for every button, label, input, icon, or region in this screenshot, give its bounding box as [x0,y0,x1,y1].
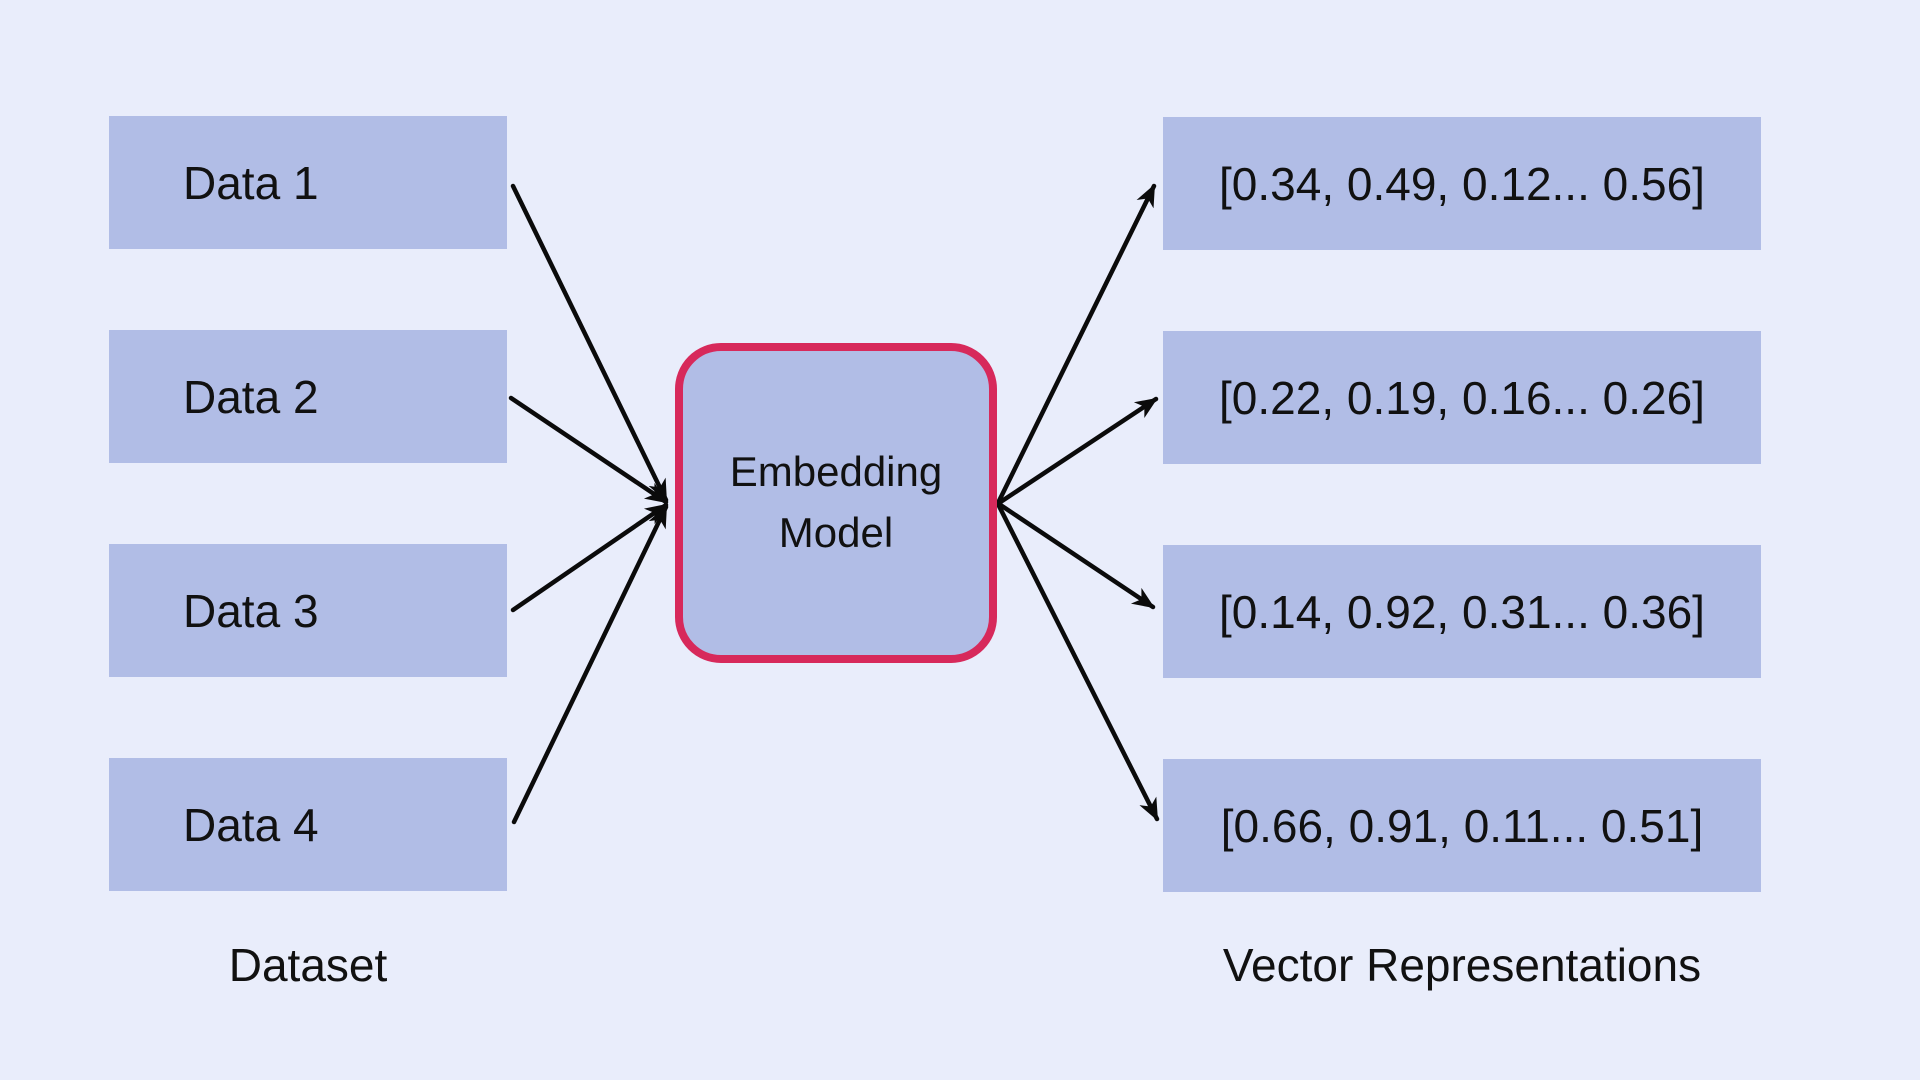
vector-box-4: [0.66, 0.91, 0.11... 0.51] [1163,759,1761,892]
arrow-data-3-to-model [510,502,669,613]
arrow-model-to-vector-2 [996,396,1159,506]
data-box-3-label: Data 3 [183,584,319,637]
arrow-data-4-to-model [511,504,669,825]
data-box-2-label: Data 2 [183,370,319,423]
data-box-4-label: Data 4 [183,798,319,851]
data-box-3: Data 3 [109,544,507,677]
arrow-data-2-to-model [508,395,669,505]
embedding-model-node: Embedding Model [675,343,997,663]
vector-box-2-value: [0.22, 0.19, 0.16... 0.26] [1219,371,1705,424]
vector-box-3-value: [0.14, 0.92, 0.31... 0.36] [1219,585,1705,638]
data-box-1-label: Data 1 [183,156,319,209]
vector-box-1-value: [0.34, 0.49, 0.12... 0.56] [1219,157,1705,210]
vector-box-1: [0.34, 0.49, 0.12... 0.56] [1163,117,1761,250]
arrow-model-to-vector-1 [996,183,1157,504]
dataset-caption: Dataset [228,939,388,991]
data-box-2: Data 2 [109,330,507,463]
data-box-4: Data 4 [109,758,507,891]
arrow-model-to-vector-3 [996,501,1156,610]
vector-representations-caption: Vector Representations [1222,939,1702,991]
vector-box-3: [0.14, 0.92, 0.31... 0.36] [1163,545,1761,678]
vector-box-2: [0.22, 0.19, 0.16... 0.26] [1163,331,1761,464]
arrow-data-1-to-model [510,183,669,503]
embedding-model-label-line2: Model [778,509,894,556]
vector-box-4-value: [0.66, 0.91, 0.11... 0.51] [1220,799,1704,852]
data-box-1: Data 1 [109,116,507,249]
embedding-model-label-line1: Embedding [729,448,943,496]
arrow-model-to-vector-4 [996,503,1160,822]
